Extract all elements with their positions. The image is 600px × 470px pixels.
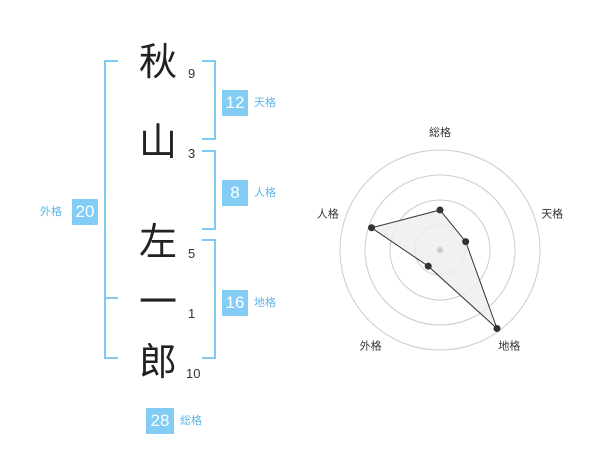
radar-grid <box>339 149 541 351</box>
name-char-5: 郎 <box>138 340 177 384</box>
radar-points <box>368 206 501 332</box>
jin-label: 人格 <box>254 186 276 199</box>
jin-bracket <box>202 150 216 230</box>
radar-ring <box>339 149 541 351</box>
radar-point-2 <box>462 238 470 246</box>
radar-point-4 <box>424 262 432 270</box>
so-label: 総格 <box>180 414 202 427</box>
ten-bracket <box>202 60 216 140</box>
radar-axis-label-2: 天格 <box>541 207 563 221</box>
name-char-1: 秋 <box>138 40 177 84</box>
radar-axis-label-1: 総格 <box>429 125 451 139</box>
chi-bracket <box>202 239 216 359</box>
stroke-count-2: 3 <box>188 146 196 161</box>
radar-center-dot <box>437 247 443 253</box>
name-char-2: 山 <box>138 120 177 164</box>
so-value-badge: 28 <box>146 408 174 434</box>
radar-point-1 <box>436 206 444 214</box>
gai-value-badge: 20 <box>72 199 98 225</box>
radar-polygon <box>370 209 498 329</box>
outer-bracket-bottom <box>104 297 118 359</box>
ten-value-badge: 12 <box>222 90 248 116</box>
gai-label: 外格 <box>40 205 62 218</box>
outer-bracket-top <box>104 60 118 299</box>
name-char-4: 一 <box>138 280 177 324</box>
radar-axis-label-4: 外格 <box>360 339 382 353</box>
jin-value-badge: 8 <box>222 180 248 206</box>
stroke-count-1: 9 <box>188 66 196 81</box>
stroke-count-4: 1 <box>188 306 196 321</box>
radar-ring <box>389 199 491 301</box>
radar-point-3 <box>493 324 501 332</box>
name-char-3: 左 <box>138 220 177 264</box>
radar-axis-label-3: 地格 <box>498 339 520 353</box>
chi-value-badge: 16 <box>222 290 248 316</box>
ten-label: 天格 <box>254 96 276 109</box>
stroke-count-5: 10 <box>186 366 201 381</box>
radar-axis-label-5: 人格 <box>317 207 339 221</box>
radar-point-5 <box>368 224 376 232</box>
chi-label: 地格 <box>254 296 276 309</box>
stroke-count-3: 5 <box>188 246 196 261</box>
radar-ring <box>364 174 516 326</box>
